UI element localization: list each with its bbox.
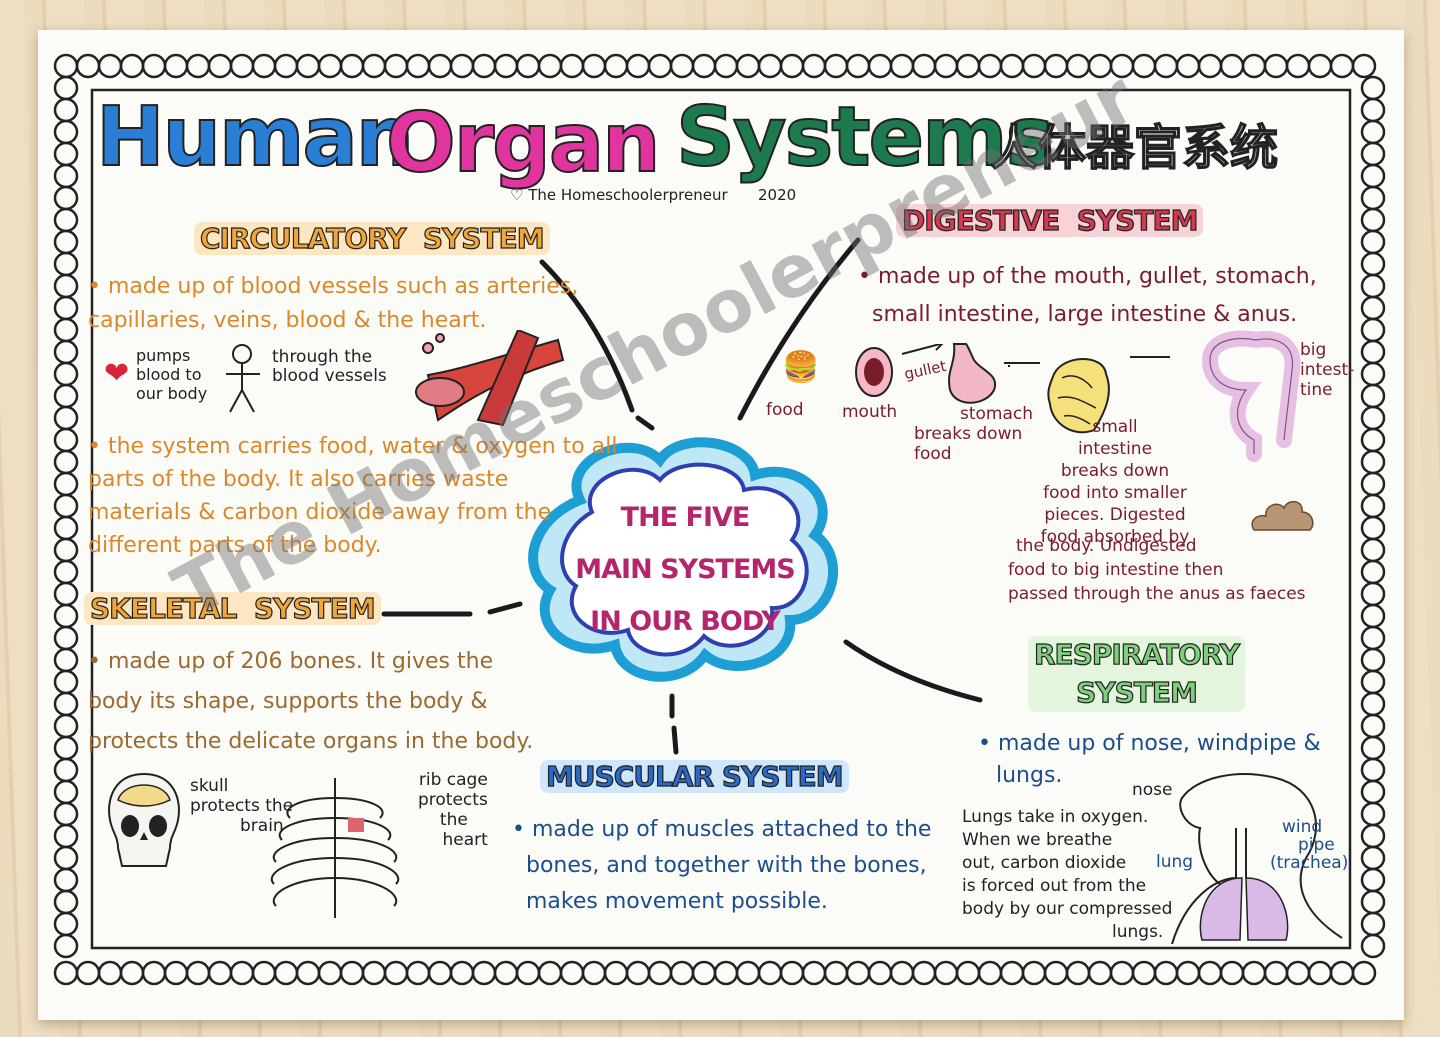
small-intestine-label-5: pieces. Digested bbox=[1044, 505, 1186, 525]
skull-label-1: skull bbox=[190, 776, 229, 796]
through-label-1: through the bbox=[272, 347, 373, 367]
stomach-label-3: food bbox=[914, 444, 952, 464]
center-line-1: THE FIVE bbox=[620, 502, 751, 533]
stomach-icon bbox=[948, 343, 997, 404]
respiratory-line-2: lungs. bbox=[996, 763, 1063, 788]
small-intestine-label-8: food to big intestine then bbox=[1008, 560, 1224, 580]
stomach-label-2: breaks down bbox=[914, 424, 1023, 444]
title-credit: ♡ The Homeschoolerpreneur bbox=[510, 186, 728, 204]
lungs-text-4: is forced out from the bbox=[962, 876, 1147, 896]
center-cloud bbox=[528, 437, 838, 682]
rib-label-1: rib cage bbox=[418, 770, 488, 790]
circulatory-p2-line-3: materials & carbon dioxide away from the bbox=[88, 500, 552, 525]
digestive-heading: DIGESTIVE SYSTEM bbox=[896, 203, 1204, 238]
respiratory-figure-icon bbox=[1171, 773, 1343, 944]
nose-label: nose bbox=[1132, 780, 1173, 800]
lungs-text-1: Lungs take in oxygen. bbox=[962, 807, 1149, 827]
lung-label: lung bbox=[1156, 852, 1194, 872]
muscular-line-3: makes movement possible. bbox=[526, 889, 828, 914]
title-chinese: 人体器官系统 bbox=[989, 119, 1279, 177]
circulatory-p2-line-4: different parts of the body. bbox=[88, 533, 382, 558]
big-intestine-icon bbox=[1201, 330, 1301, 462]
digestive-line-2: small intestine, large intestine & anus. bbox=[872, 302, 1298, 327]
burger-icon: 🍔 bbox=[782, 350, 820, 385]
mouth-label: mouth bbox=[842, 402, 898, 422]
big-intestine-label-1: big bbox=[1300, 340, 1327, 360]
windpipe-label-1: wind bbox=[1282, 817, 1323, 837]
blood-vessel-icon bbox=[415, 330, 565, 427]
pumps-label-2: blood to bbox=[136, 365, 202, 384]
arrows bbox=[901, 344, 1010, 367]
digestive-line-1: • made up of the mouth, gullet, stomach, bbox=[858, 264, 1317, 289]
skeletal-line-3: protects the delicate organs in the body… bbox=[88, 729, 534, 754]
muscular-heading: MUSCULAR SYSTEM bbox=[540, 759, 849, 794]
skull-label-2: protects the bbox=[190, 796, 294, 816]
center-line-3: IN OUR BODY bbox=[590, 606, 781, 637]
small-intestine-label-4: food into smaller bbox=[1043, 483, 1187, 503]
small-intestine-label-9: passed through the anus as faeces bbox=[1008, 584, 1306, 604]
mouth-icon bbox=[855, 347, 893, 397]
circulatory-heading: CIRCULATORY SYSTEM bbox=[194, 221, 550, 256]
through-label-2: blood vessels bbox=[272, 366, 387, 386]
heart-icon: ❤ bbox=[104, 356, 130, 391]
big-intestine-label-3: tine bbox=[1300, 380, 1333, 400]
skeletal-line-2: body its shape, supports the body & bbox=[88, 689, 488, 714]
big-intestine-label-2: intest- bbox=[1300, 360, 1355, 380]
connector-circulatory bbox=[539, 259, 635, 413]
respiratory-heading: RESPIRATORY SYSTEM bbox=[1028, 636, 1246, 712]
windpipe-label-2: pipe bbox=[1298, 835, 1335, 855]
circulatory-p1-line-2: capillaries, veins, blood & the heart. bbox=[88, 308, 487, 333]
muscular-line-1: • made up of muscles attached to the bbox=[512, 817, 932, 842]
small-intestine-label-6: food absorbed by bbox=[1040, 527, 1190, 547]
pumps-label-3: our body bbox=[136, 384, 208, 403]
rib-label-2: protects bbox=[418, 790, 488, 810]
border-scallop bbox=[1360, 933, 1386, 959]
food-label: food bbox=[766, 400, 804, 420]
lungs-text-3: out, carbon dioxide bbox=[962, 853, 1127, 873]
skull-label-3: brain bbox=[240, 816, 284, 836]
stick-figure-icon bbox=[226, 344, 260, 413]
small-intestine-label-3: breaks down bbox=[1060, 461, 1170, 481]
rib-cage-icon bbox=[270, 778, 400, 918]
skeletal-heading: SKELETAL SYSTEM bbox=[84, 591, 381, 626]
small-intestine-label-7: the body. Undigested bbox=[1016, 536, 1197, 556]
circulatory-p2-line-2: parts of the body. It also carries waste bbox=[88, 467, 509, 492]
rib-label-4: heart bbox=[442, 830, 488, 850]
arrow-to-small-intestine bbox=[1004, 362, 1040, 364]
circulatory-p1-line-1: • made up of blood vessels such as arter… bbox=[88, 274, 579, 299]
lungs-text-6: lungs. bbox=[1112, 922, 1164, 942]
respiratory-line-1: • made up of nose, windpipe & bbox=[978, 731, 1321, 756]
faeces-icon bbox=[1251, 500, 1314, 531]
muscular-line-2: bones, and together with the bones, bbox=[526, 853, 927, 878]
scalloped-border bbox=[53, 53, 1386, 986]
border-scallop bbox=[1351, 53, 1377, 79]
title-word-human: Human bbox=[95, 89, 415, 186]
skull-icon bbox=[108, 772, 180, 867]
small-intestine-label-1: small bbox=[1092, 417, 1138, 437]
arrow-to-big-intestine bbox=[1130, 356, 1170, 358]
skeletal-line-1: • made up of 206 bones. It gives the bbox=[88, 649, 494, 674]
border-scallop bbox=[1351, 960, 1377, 986]
small-intestine-icon bbox=[1047, 358, 1110, 434]
small-intestine-label-2: intestine bbox=[1077, 439, 1153, 459]
lungs-text-2: When we breathe bbox=[962, 830, 1113, 850]
windpipe-label-3: (trachea) bbox=[1270, 853, 1349, 873]
title-word-systems: Systems bbox=[675, 89, 1055, 186]
pumps-label-1: pumps bbox=[136, 346, 191, 365]
title-year: 2020 bbox=[758, 186, 797, 204]
rib-label-3: the bbox=[439, 810, 468, 830]
stomach-label-1: stomach bbox=[960, 404, 1034, 424]
title-word-organ: Organ bbox=[385, 95, 662, 192]
lungs-text-5: body by our compressed bbox=[962, 899, 1173, 919]
circulatory-p2-line-1: • the system carries food, water & oxyge… bbox=[88, 434, 618, 459]
border-scallop bbox=[53, 933, 79, 959]
center-line-2: MAIN SYSTEMS bbox=[575, 554, 795, 585]
